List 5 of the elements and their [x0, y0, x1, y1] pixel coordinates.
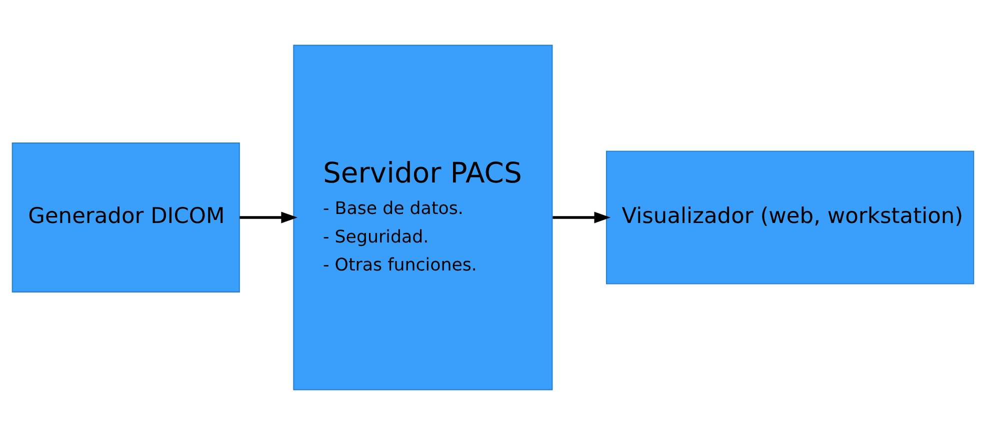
arrow [240, 212, 298, 224]
node-box: Servidor PACS - Base de datos. - Seguridad. - Otras funciones. [293, 44, 553, 390]
node-box: Visualizador (web, workstation) [606, 150, 974, 284]
node-box: Generador DICOM [12, 142, 240, 292]
arrow [552, 212, 611, 224]
